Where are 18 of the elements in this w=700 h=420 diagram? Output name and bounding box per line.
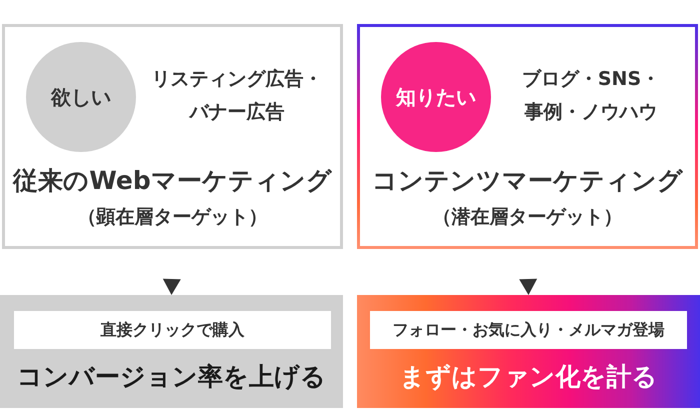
keyword-circle: 欲しい — [26, 42, 136, 152]
arrow — [162, 278, 181, 295]
panel-subheading: （顕在層ターゲット） — [76, 205, 268, 230]
marketing-panel — [357, 24, 698, 249]
panel-subheading: （潜在層ターゲット） — [432, 205, 624, 230]
result-heading: まずはファン化を計る — [398, 361, 658, 393]
result-banner — [0, 295, 343, 408]
result-banner — [357, 295, 700, 408]
channel-text: リスティング広告・バナー広告 — [150, 67, 324, 125]
panel-heading: 従来のWebマーケティング — [12, 165, 333, 197]
keyword-circle: 知りたい — [381, 42, 491, 152]
channel-text: ブログ・SNS・事例・ノウハウ — [520, 67, 662, 125]
result-heading: コンバージョン率を上げる — [16, 361, 327, 393]
panel-heading: コンテンツマーケティング — [371, 165, 684, 197]
marketing-panel — [2, 24, 343, 249]
arrow — [519, 278, 538, 295]
action-label: 直接クリックで購入 — [14, 311, 331, 349]
action-label: フォロー・お気に入り・メルマガ登場 — [370, 311, 687, 349]
